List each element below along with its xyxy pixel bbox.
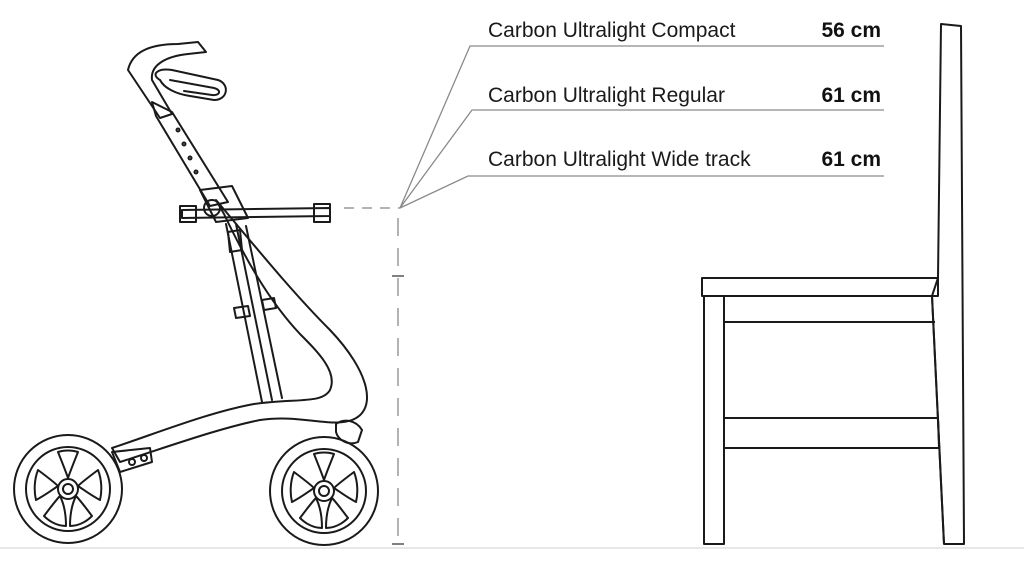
rollator-illustration xyxy=(13,41,379,546)
chair-lower-rail xyxy=(723,417,940,449)
seat-height-wide: 61 cm xyxy=(821,148,881,171)
leader-line-regular xyxy=(399,109,884,209)
rear-wheel-rim xyxy=(25,446,111,532)
inner-rod-joint xyxy=(233,297,277,319)
rollator-brake-lever xyxy=(154,68,227,101)
rear-wheel-tire xyxy=(13,434,123,544)
chair-front-leg xyxy=(703,295,725,545)
chair-backrest xyxy=(931,23,965,545)
rear-wheel-spokes xyxy=(33,449,103,527)
leader-line-compact xyxy=(399,45,884,209)
front-wheel-tire xyxy=(269,436,379,546)
rollator-front-joint xyxy=(335,419,363,445)
model-labels: Carbon Ultralight Compact 56 cm Carbon U… xyxy=(488,19,881,171)
leader-line-wide xyxy=(399,175,884,209)
seat-height-regular: 61 cm xyxy=(821,84,881,107)
front-wheel-hub-inner xyxy=(318,485,330,497)
rollator-handle xyxy=(127,41,207,119)
rollator-frame xyxy=(111,199,368,463)
rear-wheel-hub-outer xyxy=(57,478,79,500)
rollator-front-wheel xyxy=(269,436,379,546)
rollator-rear-wheel xyxy=(13,434,123,544)
model-name-regular: Carbon Ultralight Regular xyxy=(488,84,725,107)
crossbar-cap-left xyxy=(179,205,197,223)
rollator-brake-lever-inner xyxy=(169,79,220,97)
adjust-hole-1 xyxy=(175,127,181,133)
adjust-hole-2 xyxy=(181,141,187,147)
front-wheel-spokes xyxy=(289,451,359,529)
rollator-inner-rods xyxy=(225,223,283,403)
leader-lines xyxy=(399,45,884,209)
crossbar-cap-right xyxy=(313,203,331,223)
model-name-compact: Carbon Ultralight Compact xyxy=(488,19,736,42)
rollator-crossbar xyxy=(181,207,331,219)
model-name-wide: Carbon Ultralight Wide track xyxy=(488,148,751,171)
seat-height-compact: 56 cm xyxy=(821,19,881,42)
front-wheel-rim xyxy=(281,448,367,534)
rear-wheel-hub-inner xyxy=(62,483,74,495)
chair-illustration xyxy=(701,23,965,545)
chair-seat xyxy=(701,277,939,297)
chair-upper-rail xyxy=(723,296,935,323)
rear-bracket-bolt-1 xyxy=(128,458,136,466)
rear-bracket-bolt-2 xyxy=(140,454,148,462)
adjust-hole-3 xyxy=(187,155,193,161)
adjust-hole-4 xyxy=(193,169,199,175)
seat-height-dimension xyxy=(344,207,404,545)
